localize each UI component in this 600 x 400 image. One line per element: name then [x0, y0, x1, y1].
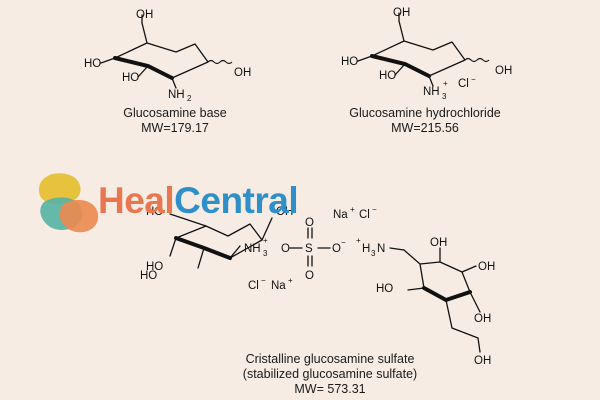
logo-leaf-yellow [38, 173, 81, 205]
label-oh: OH [136, 9, 153, 21]
label-amine-right-charge: + [356, 236, 361, 245]
label-chloride: Cl [248, 280, 259, 292]
compound-mw: MW=179.17 [141, 121, 209, 135]
label-oh: OH [234, 67, 251, 79]
label-amine-right-subscript: 3 [371, 249, 376, 258]
label-amine-charge: + [443, 79, 448, 88]
label-sodium-charge: + [288, 276, 293, 285]
label-sulfate-s: S [305, 243, 313, 255]
label-sodium-charge: + [350, 205, 355, 214]
glucosamine-hydrochloride-structure: OH HO HO OH NH 3 + Cl − [341, 7, 512, 101]
brand-name-heal: Heal [98, 180, 175, 221]
label-sulfate-o: O [305, 270, 314, 282]
label-oh: OH [495, 65, 512, 77]
label-chloride-charge: − [471, 75, 476, 84]
compound-name: Cristalline glucosamine sulfate [245, 352, 415, 366]
label-oh: OH [393, 7, 410, 19]
label-ho: HO [146, 206, 163, 218]
label-ho: HO [122, 72, 139, 84]
label-sulfate-charge: − [341, 238, 346, 247]
label-oh: OH [276, 206, 293, 218]
label-amine: NH [423, 86, 440, 98]
compound-subname: (stabilized glucosamine sulfate) [242, 367, 418, 381]
label-sodium: Na [333, 209, 348, 221]
label-oh: OH [478, 261, 495, 273]
label-amine: NH [168, 89, 185, 101]
caption-glucosamine-base: Glucosamine base MW=179.17 [95, 106, 255, 136]
glucosamine-base-structure: OH HO HO OH NH 2 [84, 9, 251, 103]
label-sulfate-o: O [281, 243, 290, 255]
brand-name-central: Central [174, 180, 299, 221]
label-ho: HO [146, 261, 163, 273]
caption-glucosamine-hydrochloride: Glucosamine hydrochloride MW=215.56 [325, 106, 525, 136]
label-sulfate-o: O [332, 243, 341, 255]
label-chloride: Cl [359, 209, 370, 221]
logo-leaf-orange [59, 199, 99, 233]
label-ho: HO [140, 270, 157, 282]
label-oh: OH [474, 313, 491, 325]
label-oh: OH [474, 355, 491, 367]
label-amine-subscript: 2 [187, 94, 192, 103]
compound-name: Glucosamine hydrochloride [349, 106, 501, 120]
label-sodium: Na [271, 280, 286, 292]
label-amine-left-subscript: 3 [263, 249, 268, 258]
label-amine-left-charge: + [263, 236, 268, 245]
compound-name: Glucosamine base [123, 106, 227, 120]
label-chloride: Cl [458, 78, 469, 90]
compound-mw: MW=215.56 [391, 121, 459, 135]
label-ho: HO [376, 283, 393, 295]
compound-mw: MW= 573.31 [294, 382, 366, 396]
brand-logo-icon [38, 173, 99, 233]
label-sulfate-o: O [305, 217, 314, 229]
label-amine-subscript: 3 [442, 92, 447, 101]
label-ho: HO [341, 56, 358, 68]
label-amine-right-n: N [377, 243, 385, 255]
label-chloride-charge: − [261, 276, 266, 285]
label-ho: HO [84, 58, 101, 70]
caption-glucosamine-sulfate: Cristalline glucosamine sulfate (stabili… [205, 352, 455, 397]
label-amine-right-h: H [362, 243, 370, 255]
glucosamine-sulfate-structure: HO OH HO HO NH 3 + O S O O O − + H 3 N N… [140, 205, 495, 367]
label-amine-left: NH [244, 243, 261, 255]
label-ho: HO [379, 70, 396, 82]
brand-wordmark: HealCentral [98, 180, 299, 221]
label-chloride-charge: − [372, 205, 377, 214]
label-oh: OH [430, 237, 447, 249]
